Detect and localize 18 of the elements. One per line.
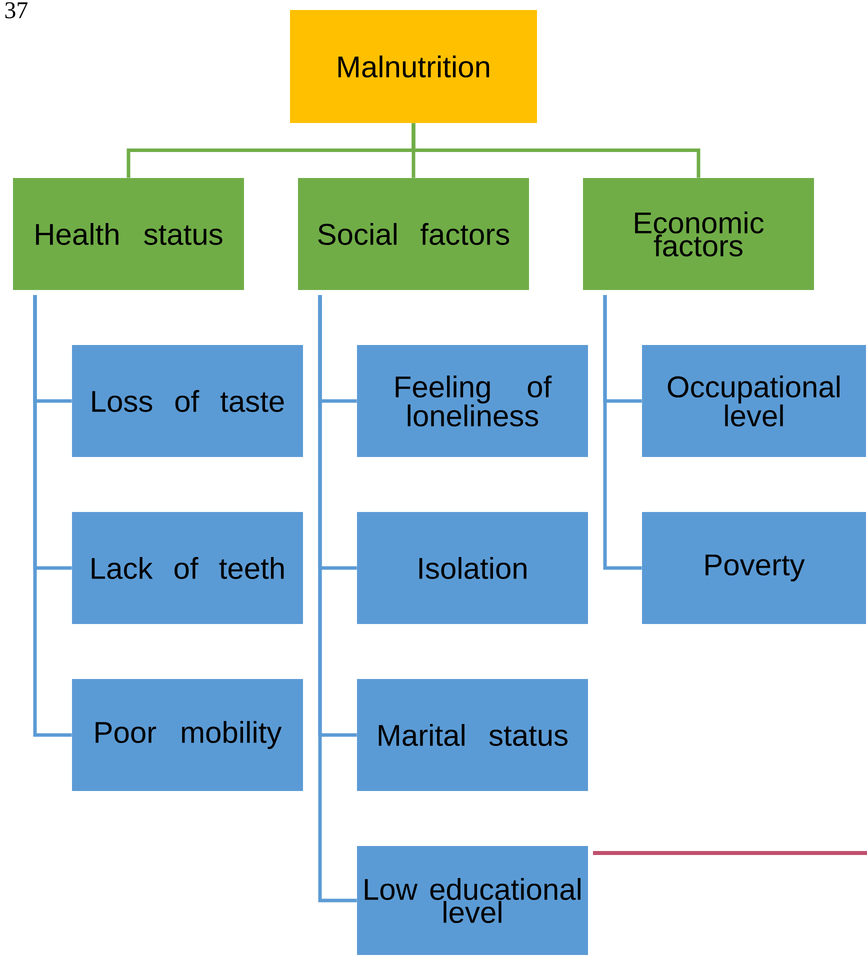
factor-box: Loss of taste <box>72 345 303 457</box>
factor-box: Occupational level <box>642 345 866 457</box>
connector-line <box>318 295 357 902</box>
factor-box: Feeling of loneliness <box>357 345 588 457</box>
category-box: Social factors <box>298 178 529 290</box>
connector-line <box>33 295 72 737</box>
category-box: Economic factors <box>583 178 814 290</box>
factor-box: Low educational level <box>357 846 588 955</box>
root-box: Malnutrition <box>290 10 537 123</box>
connector-line <box>412 123 700 178</box>
factor-box: Marital status <box>357 679 588 791</box>
factor-box: Poverty <box>642 512 866 624</box>
factor-box: Lack of teeth <box>72 512 303 624</box>
factor-box: Isolation <box>357 512 588 624</box>
page-number: 37 <box>5 2 28 18</box>
connector-line <box>603 295 642 570</box>
category-box: Health status <box>13 178 244 290</box>
factor-box: Poor mobility <box>72 679 303 791</box>
